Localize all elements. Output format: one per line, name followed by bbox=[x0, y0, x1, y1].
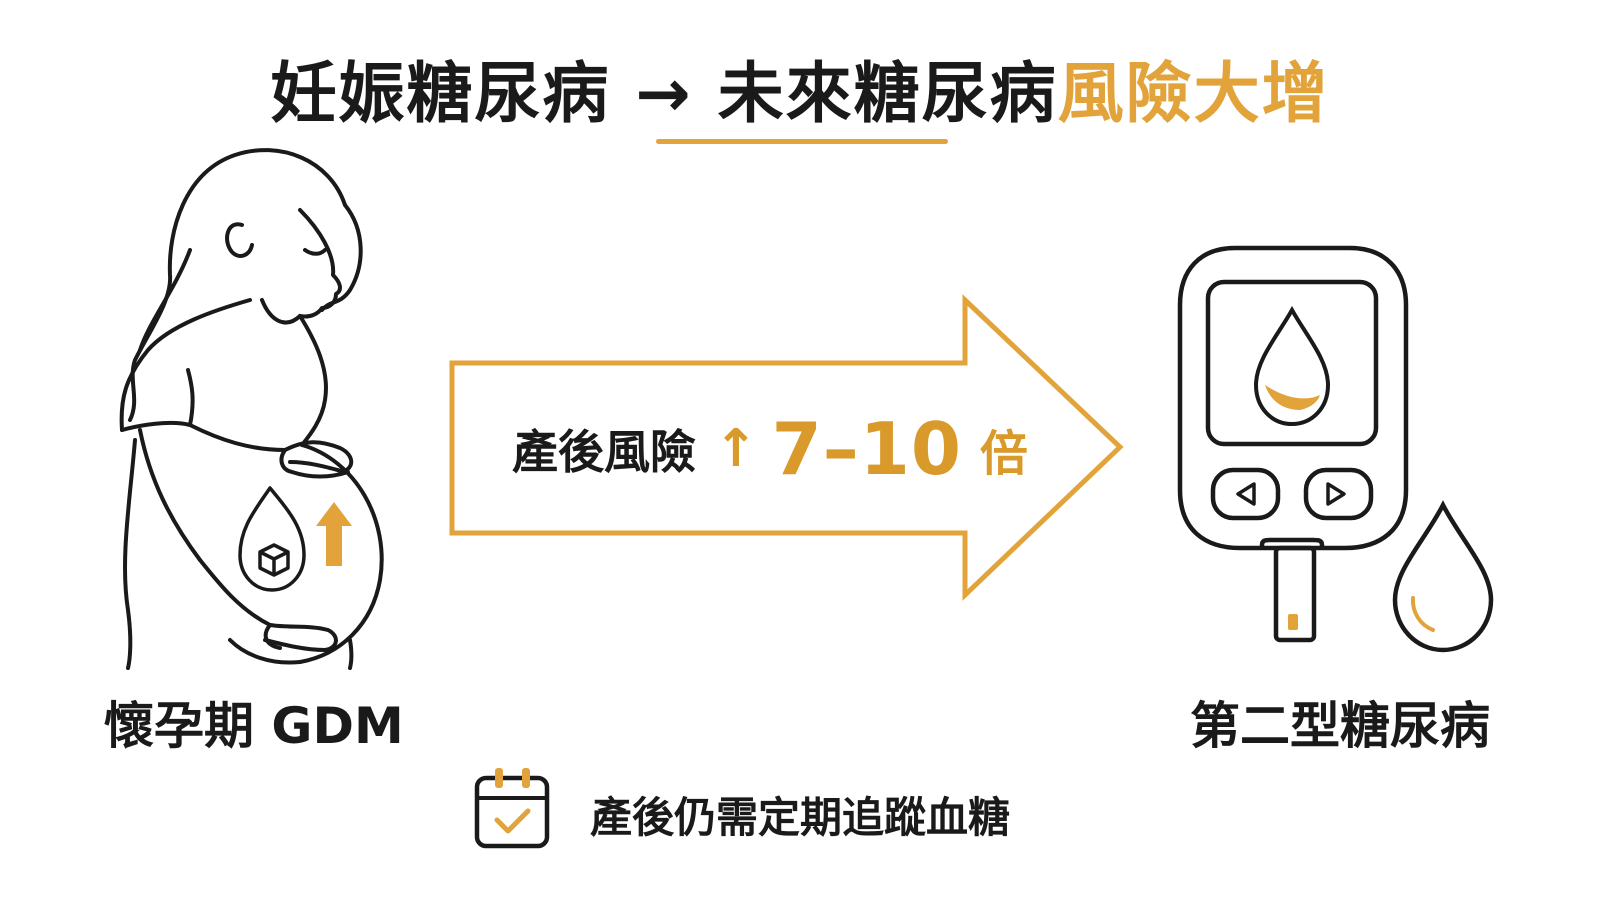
page-title: 妊娠糖尿病 → 未來糖尿病風險大增 bbox=[0, 40, 1600, 136]
screen-drop-icon bbox=[1253, 305, 1331, 427]
calendar-check-icon bbox=[474, 768, 550, 849]
pregnant-woman-icon bbox=[119, 148, 384, 670]
big-arrow-icon bbox=[449, 294, 1124, 601]
title-main: 妊娠糖尿病 → 未來糖尿病 bbox=[270, 55, 1058, 132]
risk-increase-text: 產後風險 ↑ 7–10 倍 bbox=[470, 404, 1070, 494]
title-accent: 風險大增 bbox=[1057, 55, 1330, 132]
glucose-drop-icon bbox=[238, 486, 306, 592]
type2-diabetes-label: 第二型糖尿病 bbox=[1190, 697, 1490, 755]
footer-note: 產後仍需定期追蹤血糖 bbox=[590, 793, 1011, 842]
gdm-label: 懷孕期 GDM bbox=[104, 697, 404, 755]
risk-range: 7–10 bbox=[771, 407, 962, 491]
risk-unit: 倍 bbox=[979, 426, 1028, 482]
increase-arrow-icon bbox=[316, 502, 352, 566]
glucose-meter-icon bbox=[1177, 245, 1409, 643]
risk-prefix: 產後風險 bbox=[512, 425, 697, 479]
title-underline bbox=[656, 139, 948, 144]
risk-up-symbol: ↑ bbox=[714, 419, 758, 479]
strip-tip bbox=[1288, 614, 1298, 630]
blood-drop-icon bbox=[1392, 500, 1494, 653]
